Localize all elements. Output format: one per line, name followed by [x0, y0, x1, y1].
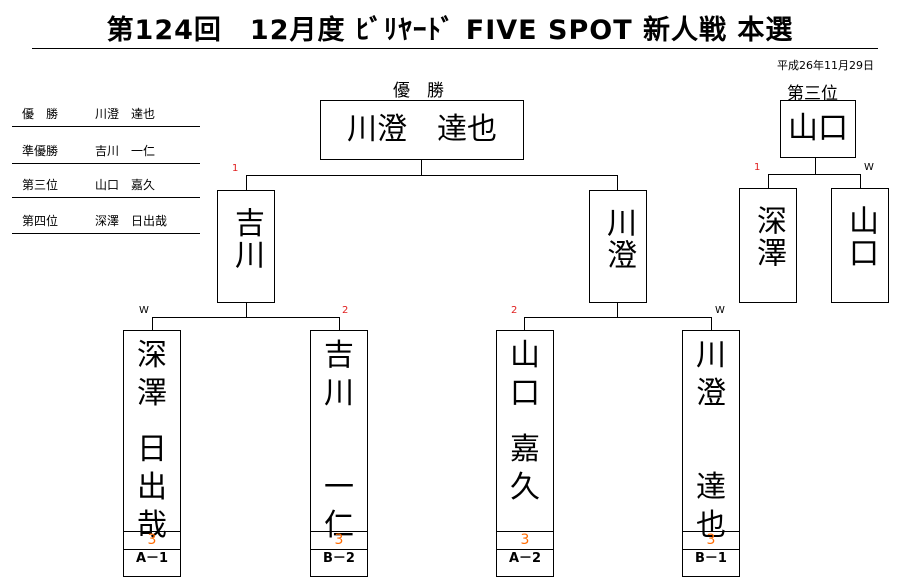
third-place-box: 山口: [780, 100, 856, 158]
name-char: 哉: [137, 508, 167, 543]
bracket-line: [421, 160, 422, 175]
ranking-name: 深澤 日出哉: [95, 214, 168, 228]
third-place-left-box: 深澤: [739, 188, 797, 303]
final-label: 優 勝: [393, 81, 444, 101]
walkover-mark: W: [864, 162, 874, 173]
ranking-name: 吉川 一仁: [95, 144, 156, 158]
name-char: 嘉: [510, 432, 540, 467]
bracket-line: [768, 174, 769, 188]
name-char: 仁: [324, 508, 354, 543]
champion-box: 川澄 達也: [320, 100, 524, 160]
name-char: [311, 431, 367, 469]
player-column-1: 深 澤 日 出 哉 3 A－1: [123, 330, 181, 577]
ranking-label: 準優勝: [22, 144, 59, 158]
bracket-line: [152, 317, 339, 318]
ranking-row-3: 第三位 山口 嘉久: [12, 175, 200, 198]
block-label: A－2: [497, 549, 553, 568]
match-score: 3: [497, 531, 553, 549]
bracket-line: [152, 317, 153, 330]
third-place-right-box: 山口: [831, 188, 889, 303]
event-date: 平成26年11月29日: [777, 59, 874, 72]
match-score: 3: [311, 531, 367, 549]
ranking-row-2: 準優勝 吉川 一仁: [12, 141, 200, 164]
name-char: [683, 413, 739, 431]
win-mark: 1: [232, 163, 239, 174]
ranking-name: 川澄 達也: [95, 107, 156, 121]
win-mark: 2: [342, 305, 349, 316]
bracket-line: [339, 317, 340, 330]
name-char: 也: [696, 508, 726, 543]
third-place-label: 第三位: [787, 84, 838, 104]
name-char: [497, 413, 553, 431]
block-label: A－1: [124, 549, 180, 568]
ranking-label: 第四位: [22, 214, 59, 228]
bracket-line: [815, 158, 816, 174]
match-score: 3: [124, 531, 180, 549]
name-char: 澄: [696, 376, 726, 411]
bracket-line: [617, 175, 618, 190]
win-mark: 1: [754, 162, 761, 173]
ranking-row-4: 第四位 深澤 日出哉: [12, 211, 200, 234]
name-char: [311, 413, 367, 431]
name-char: 口: [510, 376, 540, 411]
name-char: 川: [324, 376, 354, 411]
name-char: 日: [137, 432, 167, 467]
name-char: 一: [324, 470, 354, 505]
name-char: 山: [510, 338, 540, 373]
name-char: 出: [137, 470, 167, 505]
block-label: B－1: [683, 549, 739, 568]
block-label: B－2: [311, 549, 367, 568]
semifinal-left-name: 吉川: [229, 207, 264, 271]
bracket-line: [524, 317, 711, 318]
bracket-line: [246, 175, 247, 190]
win-mark: 2: [511, 305, 518, 316]
bracket-line: [617, 303, 618, 317]
bracket-line: [768, 174, 861, 175]
bracket-line: [246, 175, 617, 176]
title-underline: [32, 48, 878, 49]
third-place-right-name: 山口: [843, 205, 878, 269]
semifinal-right-box: 川澄: [589, 190, 647, 303]
name-char: [124, 413, 180, 431]
bracket-line: [860, 174, 861, 188]
name-char: 川: [696, 338, 726, 373]
ranking-row-1: 優 勝 川澄 達也: [12, 104, 200, 127]
walkover-mark: W: [715, 305, 725, 316]
name-char: 吉: [324, 338, 354, 373]
bracket-line: [711, 317, 712, 330]
semifinal-right-name: 川澄: [601, 207, 636, 271]
name-char: 達: [696, 470, 726, 505]
ranking-label: 第三位: [22, 178, 59, 192]
bracket-line: [524, 317, 525, 330]
match-score: 3: [683, 531, 739, 549]
name-char: 久: [510, 470, 540, 505]
third-place-left-name: 深澤: [751, 205, 786, 269]
ranking-label: 優 勝: [22, 107, 59, 121]
name-char: [683, 431, 739, 469]
page-title: 第124回 12月度 ﾋﾞﾘﾔｰﾄﾞ FIVE SPOT 新人戦 本選: [106, 15, 794, 46]
player-column-4: 川 澄 達 也 3 B－1: [682, 330, 740, 577]
semifinal-left-box: 吉川: [217, 190, 275, 303]
walkover-mark: W: [139, 305, 149, 316]
player-column-2: 吉 川 一 仁 3 B－2: [310, 330, 368, 577]
ranking-name: 山口 嘉久: [95, 178, 156, 192]
name-char: 深: [137, 338, 167, 373]
name-char: 澤: [137, 376, 167, 411]
player-column-3: 山 口 嘉 久 3 A－2: [496, 330, 554, 577]
bracket-line: [246, 303, 247, 317]
